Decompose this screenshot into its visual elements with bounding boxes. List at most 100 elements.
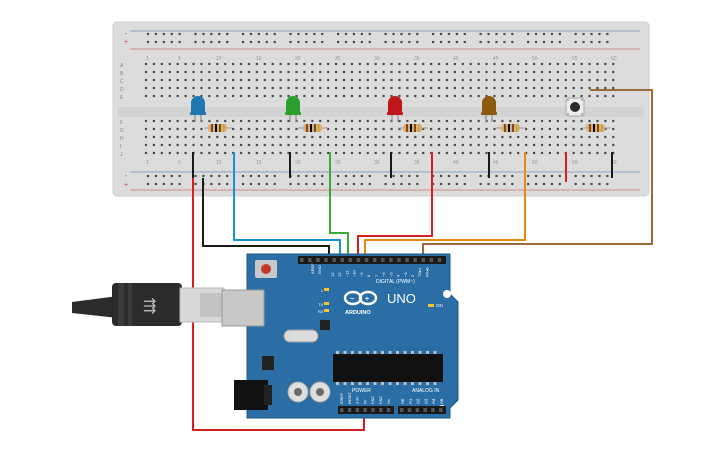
breadboard-hole (144, 119, 148, 123)
breadboard-hole (588, 86, 591, 90)
breadboard-hole (398, 119, 401, 123)
breadboard-hole (604, 143, 607, 147)
breadboard-hole (232, 119, 235, 123)
breadboard-hole (239, 94, 243, 98)
rail-hole (479, 32, 482, 36)
breadboard-hole (572, 127, 575, 131)
breadboard-hole (382, 143, 385, 147)
rail-hole (210, 182, 213, 186)
breadboard-hole (334, 135, 338, 139)
breadboard-hole (588, 151, 591, 155)
breadboard-hole (160, 70, 163, 74)
breadboard-hole (200, 94, 203, 98)
breadboard-hole (200, 143, 203, 147)
breadboard-hole (517, 119, 520, 123)
breadboard-hole (596, 94, 599, 98)
rail-hole (439, 182, 443, 186)
breadboard-hole (350, 86, 354, 90)
breadboard-hole (453, 143, 456, 147)
breadboard-hole (485, 135, 488, 139)
analog-pin-label: A3 (423, 398, 428, 404)
digital-pin-label: 4 (396, 274, 401, 277)
rail-hole (527, 174, 530, 178)
rail-hole (463, 182, 466, 186)
breadboard-hole (144, 135, 148, 139)
breadboard-hole (334, 151, 338, 155)
rail-hole (479, 174, 482, 178)
breadboard-hole (382, 119, 385, 123)
breadboard-hole (453, 119, 456, 123)
breadboard-hole (572, 70, 575, 74)
breadboard-hole (445, 86, 449, 90)
rail-hole (218, 40, 221, 44)
breadboard-hole (327, 86, 330, 90)
breadboard-hole (216, 86, 219, 90)
breadboard-hole (406, 119, 409, 123)
rail-hole (400, 174, 403, 178)
rail-hole (558, 40, 561, 44)
chip-pin (396, 351, 399, 354)
breadboard-hole (414, 135, 417, 139)
rail-hole (249, 40, 253, 44)
breadboard-hole (461, 70, 464, 74)
breadboard-hole (295, 94, 298, 98)
breadboard-hole (176, 135, 179, 139)
breadboard-hole (303, 151, 306, 155)
breadboard-hole (144, 127, 148, 131)
rail-hole (321, 182, 324, 186)
breadboard-hole (374, 86, 377, 90)
chip-pin (343, 382, 347, 385)
breadboard-hole (509, 151, 512, 155)
breadboard-hole (279, 127, 282, 131)
breadboard-hole (493, 127, 496, 131)
breadboard-hole (485, 127, 488, 131)
breadboard-hole (580, 135, 583, 139)
digital-pin-label: 13 (330, 272, 335, 277)
breadboard-hole (192, 143, 195, 147)
digital-pin-label: TX▸1 (417, 267, 422, 277)
rail-hole (511, 40, 514, 44)
breadboard-hole (509, 86, 512, 90)
breadboard-hole (612, 62, 615, 66)
breadboard-hole (287, 143, 290, 147)
breadboard-hole (548, 78, 552, 82)
rail-hole (170, 174, 173, 178)
breadboard-hole (334, 86, 338, 90)
col-num-bottom: 30 (374, 160, 380, 166)
rail-hole (360, 40, 363, 44)
breadboard-hole (144, 94, 148, 98)
breadboard-hole (224, 78, 227, 82)
breadboard-hole (501, 135, 504, 139)
column-numbers-bottom: 1 5 10 15 20 25 30 35 40 45 50 55 60 (146, 160, 617, 166)
breadboard-hole (548, 119, 552, 123)
breadboard-hole (453, 135, 456, 139)
arduino-model: UNO (387, 291, 416, 306)
column-numbers-top: 1 5 10 15 20 25 30 35 40 45 50 55 60 (146, 56, 617, 62)
breadboard-hole (390, 135, 393, 139)
breadboard-hole (493, 119, 496, 123)
rail-hole (273, 182, 276, 186)
breadboard-hole (184, 119, 187, 123)
breadboard-hole (184, 143, 187, 147)
row-letter-e: E (120, 95, 124, 101)
analog-pin-label: A5 (439, 398, 444, 404)
breadboard-hole (176, 127, 179, 131)
breadboard-hole (247, 62, 251, 66)
breadboard-hole (334, 127, 338, 131)
breadboard-hole (588, 119, 591, 123)
rail-hole (352, 174, 356, 178)
chip-pin (381, 351, 384, 354)
rail-hole (416, 40, 419, 44)
breadboard-hole (540, 70, 544, 74)
digital-pin-label: 7 (374, 274, 379, 277)
breadboard-hole (334, 62, 338, 66)
rail-hole (313, 174, 316, 178)
breadboard-hole (295, 70, 298, 74)
breadboard-hole (588, 135, 591, 139)
rail-hole (400, 182, 403, 186)
rail-hole (360, 174, 363, 178)
breadboard-hole (311, 62, 314, 66)
breadboard-hole (564, 62, 567, 66)
breadboard-hole (358, 143, 361, 147)
rail-hole (534, 182, 538, 186)
